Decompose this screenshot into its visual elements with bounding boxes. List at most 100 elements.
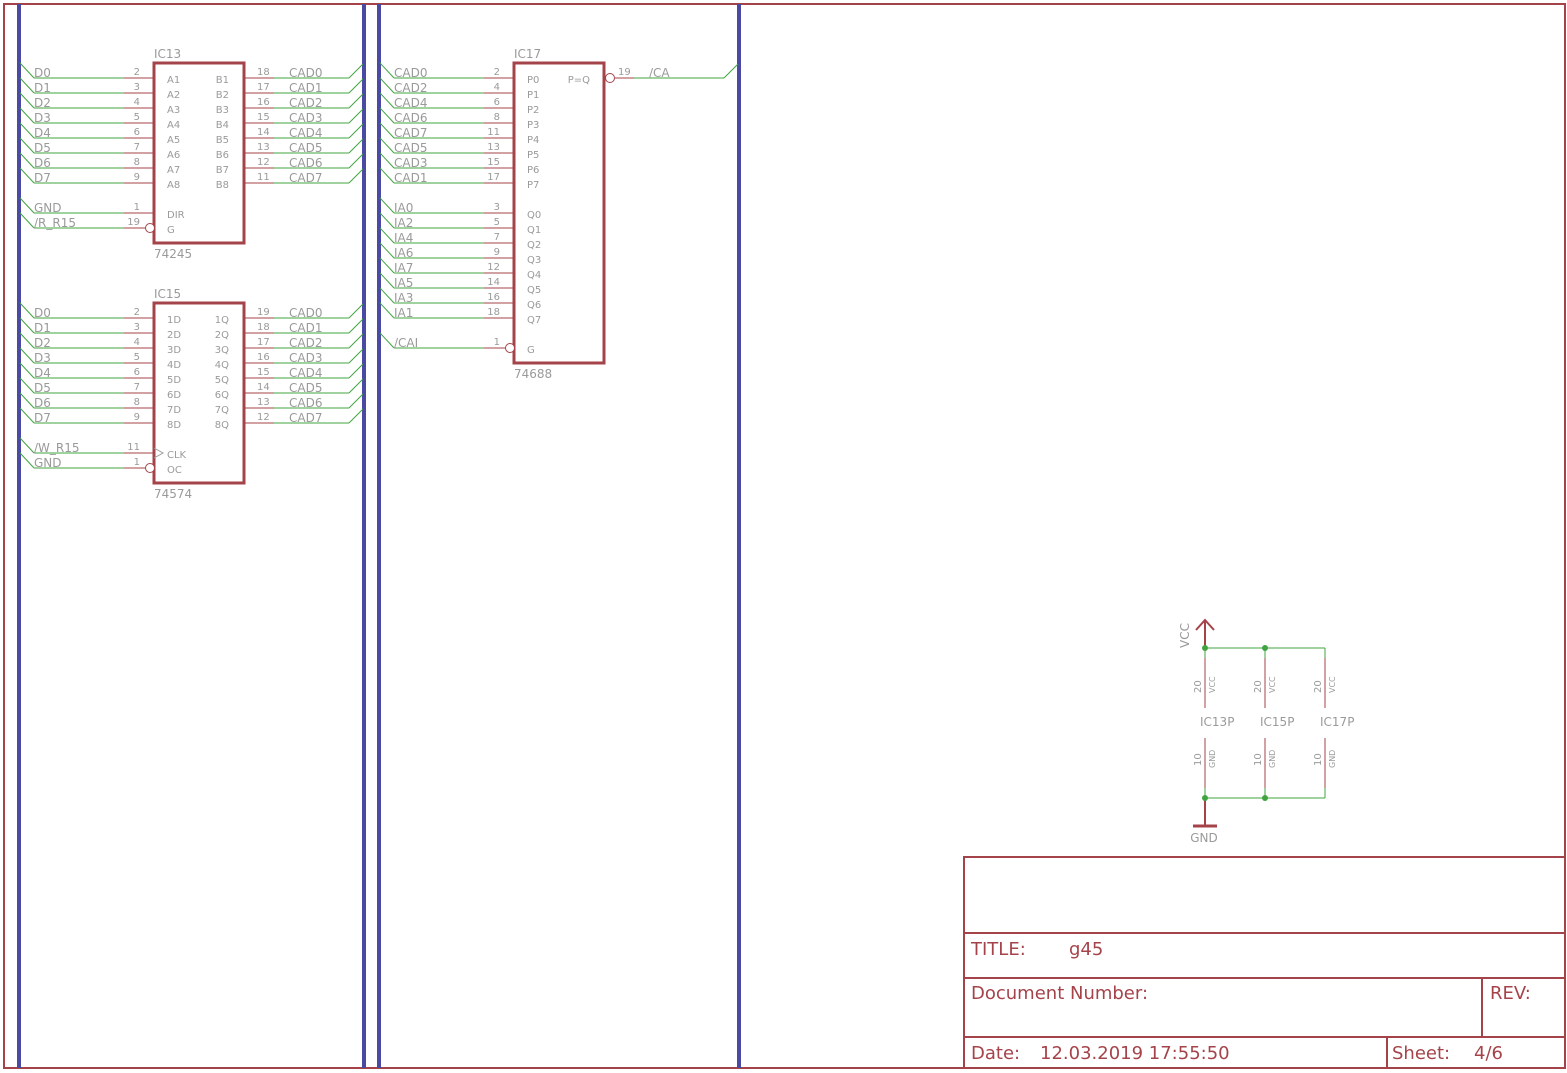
bus-entry — [379, 242, 395, 259]
pin-name: VCC — [1208, 676, 1217, 693]
pin-name: 7Q — [215, 405, 229, 416]
pin-number: 13 — [257, 397, 270, 408]
pin-number: 17 — [257, 82, 270, 93]
ic-value: 74688 — [514, 367, 552, 381]
rev-label: REV: — [1490, 983, 1531, 1004]
pin-name: G — [167, 225, 175, 236]
bus-entry — [379, 272, 395, 289]
ic-reference: IC17 — [514, 47, 541, 61]
pin-number: 18 — [257, 67, 270, 78]
pin-number: 14 — [257, 382, 270, 393]
net-label: D5 — [34, 381, 51, 395]
pin-number: 20 — [1253, 680, 1264, 693]
bus-entry — [19, 317, 35, 334]
sheet-frame — [3, 3, 1566, 1069]
pin-name: A4 — [167, 120, 180, 131]
bus-entry — [379, 62, 395, 79]
pin-name: A7 — [167, 165, 180, 176]
pin-name: 4Q — [215, 360, 229, 371]
pin-number: 9 — [134, 172, 140, 183]
net-label: D7 — [34, 411, 51, 425]
bus-entry — [379, 152, 395, 169]
net-label: CAD6 — [289, 156, 322, 170]
pin-name: 5D — [167, 375, 181, 386]
net-label: D6 — [34, 396, 51, 410]
pin-number: 9 — [134, 412, 140, 423]
bus-entry — [19, 92, 35, 109]
pin-number: 12 — [487, 262, 500, 273]
pin-name: 5Q — [215, 375, 229, 386]
pin-number: 8 — [134, 397, 140, 408]
bus-entry — [348, 78, 364, 94]
inversion-bubble — [605, 73, 615, 83]
net-label: D2 — [34, 96, 51, 110]
pin-number: 20 — [1313, 680, 1324, 693]
bus-entry — [19, 62, 35, 79]
pin-number: 6 — [494, 97, 500, 108]
pin-name: 6D — [167, 390, 181, 401]
net-connection[interactable]: 19/CAP=Q — [568, 63, 739, 86]
bus-entry — [348, 393, 364, 409]
net-label: GND — [34, 201, 62, 215]
pin-number: 9 — [494, 247, 500, 258]
pin-number: 6 — [134, 127, 140, 138]
sheet-label: Sheet: — [1392, 1043, 1450, 1064]
